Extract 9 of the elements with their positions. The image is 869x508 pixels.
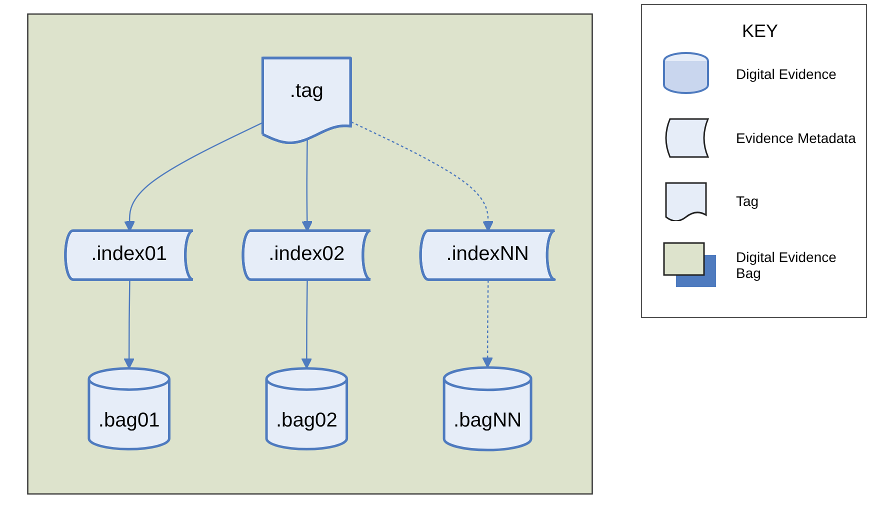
cluster bbox=[27, 13, 593, 495]
arrow bbox=[301, 280, 312, 369]
legend-label: Digital Evidence Bag bbox=[736, 249, 838, 281]
arrow bbox=[482, 280, 494, 368]
key-title: KEY bbox=[742, 21, 778, 42]
arrow bbox=[124, 280, 135, 369]
legend-label: Evidence Metadata bbox=[736, 130, 856, 146]
legend-label: Digital Evidence bbox=[736, 66, 838, 82]
legend-label: Tag bbox=[736, 193, 760, 209]
